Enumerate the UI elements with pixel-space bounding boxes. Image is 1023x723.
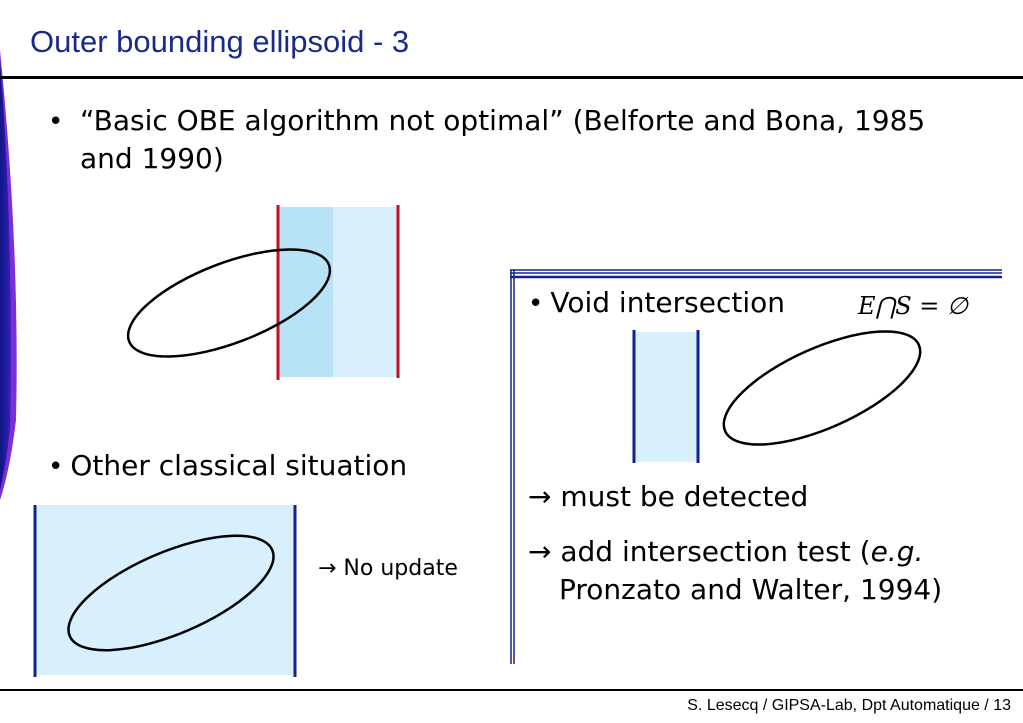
bullet-basic-obe: • “Basic OBE algorithm not optimal” (Bel… bbox=[48, 102, 978, 175]
left-decor-bar bbox=[0, 60, 11, 490]
slide-footer: S. Lesecq / GIPSA-Lab, Dpt Automatique /… bbox=[687, 697, 1011, 714]
ellipsoid bbox=[126, 248, 332, 358]
bullet-void-intersection-text: Void intersection bbox=[550, 286, 785, 319]
title-underline bbox=[0, 76, 1023, 79]
no-update-note: → No update bbox=[318, 556, 458, 581]
ellipsoid bbox=[67, 534, 275, 652]
bullet-other-situation: •Other classical situation bbox=[48, 447, 407, 486]
intersection-test-reference: Pronzato and Walter, 1994) bbox=[559, 573, 943, 606]
bullet-dot: • bbox=[48, 107, 64, 137]
must-be-detected-item: → must be detected bbox=[528, 480, 809, 513]
bullet-dot: • bbox=[528, 289, 544, 319]
intersection-test-prefix: → add intersection test ( bbox=[528, 535, 871, 568]
intersection-test-eg: e.g. bbox=[870, 535, 924, 568]
bullet-dot: • bbox=[48, 452, 64, 482]
ellipsoid bbox=[722, 330, 922, 446]
void-intersection-formula: E⋂S = ∅ bbox=[858, 292, 968, 320]
bullet-other-situation-text: Other classical situation bbox=[70, 449, 408, 482]
add-intersection-test-item: → add intersection test (e.g. Pronzato an… bbox=[528, 533, 1008, 609]
footer-rule bbox=[0, 689, 1023, 691]
bullet-basic-obe-text: “Basic OBE algorithm not optimal” (Belfo… bbox=[80, 104, 926, 175]
slide-title: Outer bounding ellipsoid - 3 bbox=[30, 24, 410, 59]
strip-narrow bbox=[634, 332, 698, 462]
bullet-void-intersection: •Void intersection bbox=[528, 284, 785, 323]
strip-overlap bbox=[278, 207, 333, 377]
